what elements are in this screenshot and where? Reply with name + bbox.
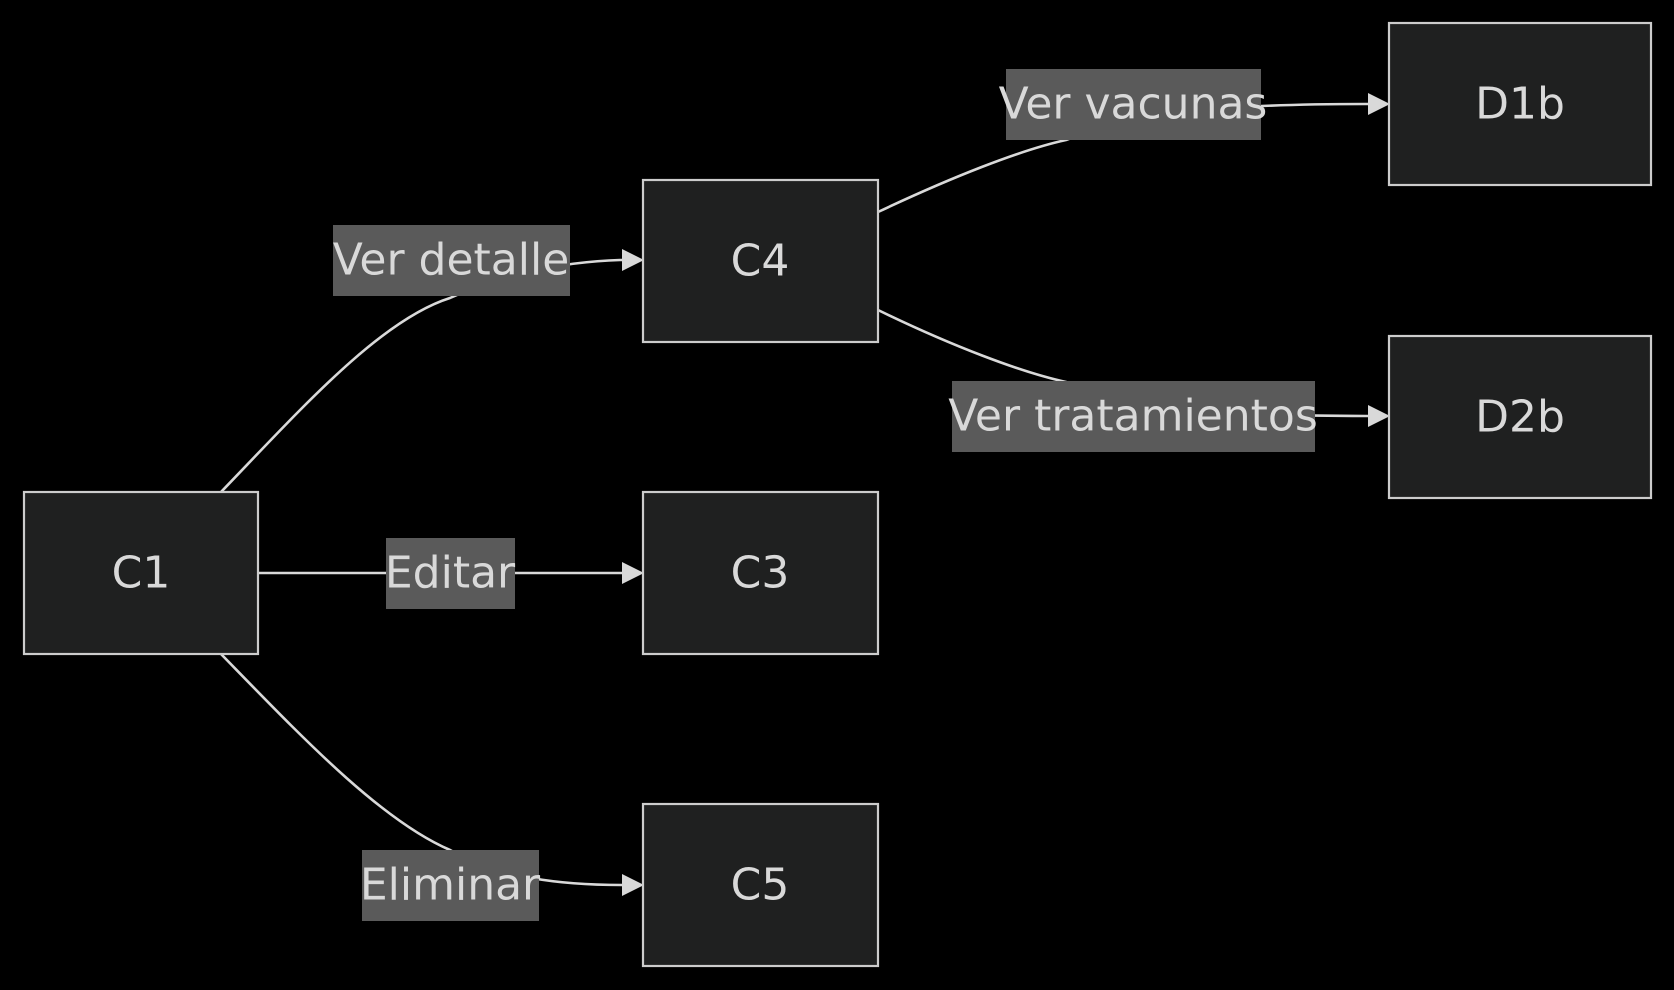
edge-label-eliminar-text: Eliminar bbox=[360, 860, 541, 911]
node-c4[interactable]: C4 bbox=[641, 178, 880, 344]
edge-label-eliminar: Eliminar bbox=[360, 850, 541, 921]
edge-label-ver-tratamientos: Ver tratamientos bbox=[948, 381, 1318, 452]
edge-label-ver-vacunas-text: Ver vacunas bbox=[999, 79, 1268, 130]
edge-c1-c5 bbox=[220, 653, 644, 896]
node-c5[interactable]: C5 bbox=[641, 802, 880, 968]
node-c1-label: C1 bbox=[112, 548, 171, 599]
edge-c1-c5-line bbox=[220, 653, 623, 887]
node-c3[interactable]: C3 bbox=[641, 490, 880, 656]
edge-label-ver-vacunas: Ver vacunas bbox=[999, 69, 1268, 140]
node-d2b-label: D2b bbox=[1475, 392, 1565, 443]
node-c1[interactable]: C1 bbox=[22, 490, 260, 656]
node-c3-label: C3 bbox=[731, 548, 790, 599]
edge-label-ver-detalle: Ver detalle bbox=[333, 225, 570, 296]
edge-label-editar-text: Editar bbox=[385, 548, 516, 599]
node-c5-label: C5 bbox=[731, 860, 790, 911]
edge-label-ver-detalle-text: Ver detalle bbox=[333, 235, 570, 286]
node-d2b[interactable]: D2b bbox=[1387, 334, 1653, 500]
node-d1b-label: D1b bbox=[1475, 79, 1565, 130]
arrowhead-c5-icon bbox=[622, 874, 644, 896]
arrowhead-d2b-icon bbox=[1368, 405, 1390, 427]
node-c4-label: C4 bbox=[731, 236, 790, 287]
arrowhead-d1b-icon bbox=[1368, 93, 1390, 115]
arrowhead-c4-icon bbox=[622, 249, 644, 271]
edge-label-ver-tratamientos-text: Ver tratamientos bbox=[948, 391, 1318, 442]
arrowhead-c3-icon bbox=[622, 562, 644, 584]
edge-label-editar: Editar bbox=[385, 538, 516, 609]
node-d1b[interactable]: D1b bbox=[1387, 21, 1653, 187]
